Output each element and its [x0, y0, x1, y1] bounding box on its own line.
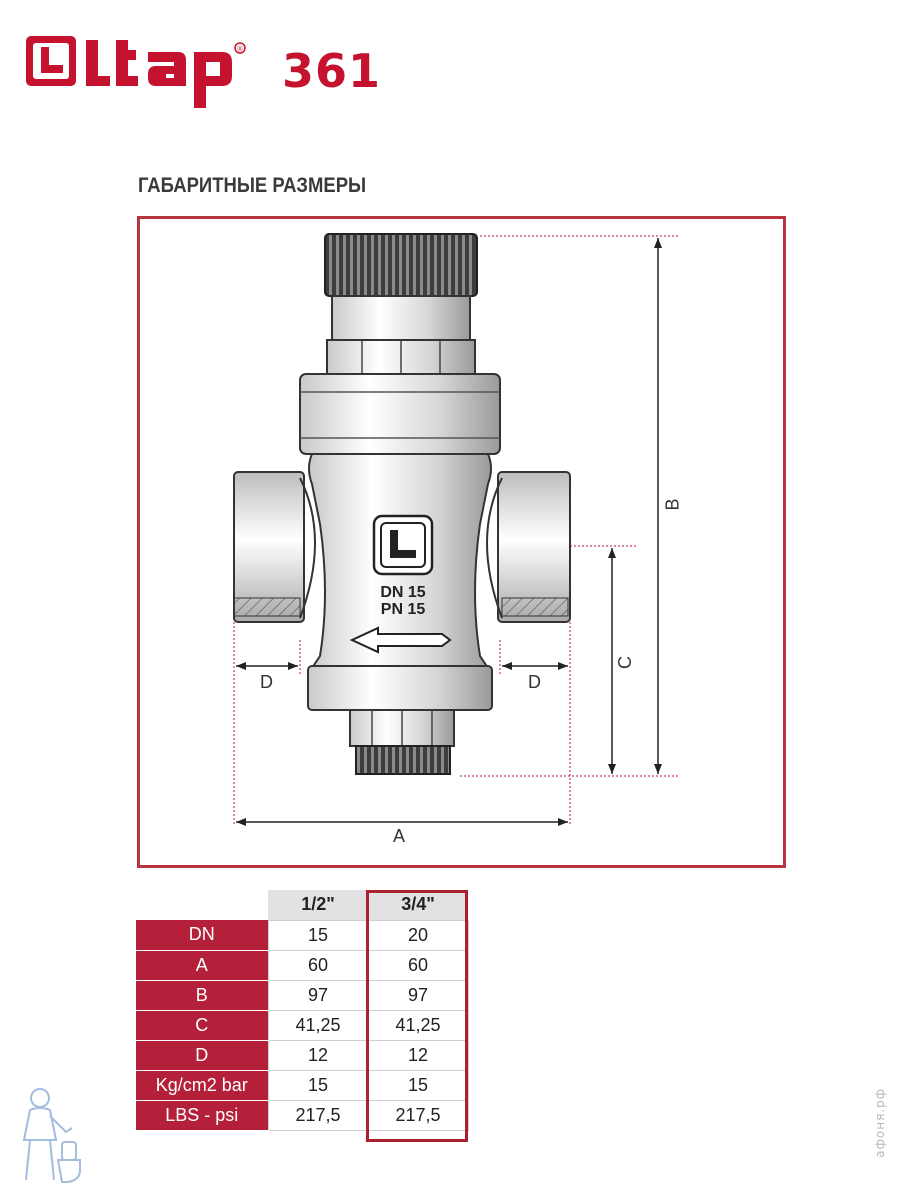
row-label: DN — [136, 920, 268, 951]
table-row: A 60 60 — [136, 949, 469, 981]
dimension-lines — [236, 238, 659, 823]
valve-marking-dn: DN 15 — [380, 584, 426, 601]
watermark: афоня.рф — [873, 1088, 887, 1158]
column-header-half-inch: 1/2" — [268, 890, 368, 920]
dimension-label-b: B — [662, 498, 683, 511]
adjustment-knob — [324, 233, 478, 297]
model-number: 361 — [282, 44, 382, 98]
table-row: B 97 97 — [136, 979, 469, 1011]
flow-direction-arrow — [349, 626, 452, 654]
row-label: C — [136, 1010, 268, 1041]
page-title: ГАБАРИТНЫЕ РАЗМЕРЫ — [138, 174, 367, 197]
table-cell: 60 — [267, 949, 369, 981]
table-cell: 217,5 — [267, 1099, 369, 1131]
itap-logo-mark: ® — [26, 36, 246, 108]
valve-marking-pn: PN 15 — [380, 601, 426, 618]
body-emblem — [372, 514, 434, 576]
dimension-label-a: A — [393, 826, 406, 846]
registered-mark: ® — [237, 45, 244, 53]
table-row: C 41,25 41,25 — [136, 1009, 469, 1041]
inlet-port — [233, 471, 316, 623]
dimensions-table: 1/2" 3/4" DN 15 20 A 60 60 B 97 97 C 41,… — [136, 890, 469, 1131]
row-label: Kg/cm2 bar — [136, 1070, 268, 1101]
row-label: D — [136, 1040, 268, 1071]
lower-collar — [307, 665, 493, 711]
drawing-frame — [137, 216, 786, 868]
plumber-mascot-icon — [22, 1088, 81, 1183]
dimension-arrowheads — [236, 238, 662, 826]
table-cell: 15 — [267, 1069, 369, 1101]
valve-neck — [331, 295, 471, 343]
row-label: B — [136, 980, 268, 1011]
extension-lines — [233, 235, 680, 826]
table-cell: 97 — [367, 979, 469, 1011]
row-label: A — [136, 950, 268, 981]
table-row: Kg/cm2 bar 15 15 — [136, 1069, 469, 1101]
dimension-label-d-right: D — [528, 672, 541, 692]
hex-nut-top — [326, 339, 476, 375]
valve-bonnet — [299, 373, 501, 455]
valve-marking: DN 15 PN 15 — [373, 584, 433, 618]
table-cell: 15 — [267, 919, 369, 951]
row-label: LBS - psi — [136, 1100, 268, 1131]
dimension-label-d-left: D — [260, 672, 273, 692]
table-row: DN 15 20 — [136, 919, 469, 951]
hex-nut-bottom — [349, 709, 455, 775]
itap-logo: ® — [24, 28, 394, 118]
table-cell: 15 — [367, 1069, 469, 1101]
table-cell: 41,25 — [367, 1009, 469, 1041]
table-cell: 12 — [267, 1039, 369, 1071]
dimension-label-c: C — [615, 656, 635, 669]
table-cell: 97 — [267, 979, 369, 1011]
column-header-three-quarter-inch: 3/4" — [368, 890, 468, 920]
table-cell: 12 — [367, 1039, 469, 1071]
table-corner — [136, 890, 268, 920]
table-row: D 12 12 — [136, 1039, 469, 1071]
table-cell: 60 — [367, 949, 469, 981]
table-row: LBS - psi 217,5 217,5 — [136, 1099, 469, 1131]
outlet-port — [486, 471, 571, 623]
table-header-row: 1/2" 3/4" — [136, 890, 468, 920]
table-cell: 217,5 — [367, 1099, 469, 1131]
table-cell: 20 — [367, 919, 469, 951]
table-cell: 41,25 — [267, 1009, 369, 1041]
